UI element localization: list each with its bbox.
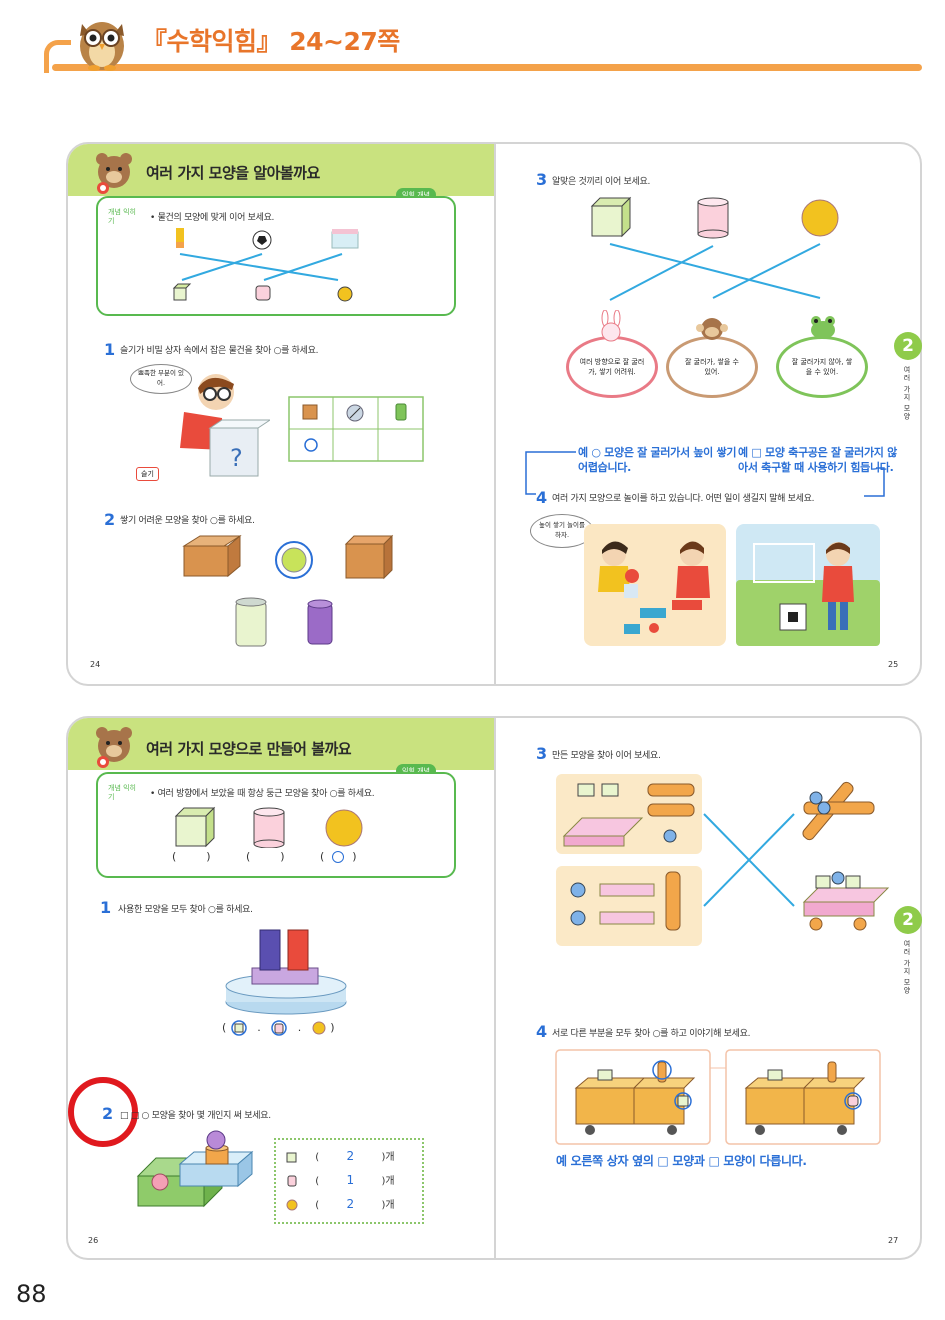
question-1-number: 1 (104, 340, 116, 359)
question-1-text-26: 사용한 모양을 모두 찾아 ○를 하세요. (118, 905, 253, 915)
monkey-bubble: 잘 굴러가, 쌓을 수 있어. (666, 336, 758, 398)
question-3-number-27: 3 (536, 744, 548, 763)
concept-instruction-26: • 여러 방향에서 보았을 때 항상 둥근 모양을 찾아 ○를 하세요. (150, 789, 375, 799)
question-2-text: 쌓기 어려운 모양을 찾아 ○를 하세요. (120, 516, 255, 526)
page-number-26: 26 (88, 1236, 99, 1245)
page-number-25: 25 (888, 660, 899, 669)
matching-lines-1 (172, 228, 359, 302)
bunny-icon (601, 310, 621, 342)
header-line (52, 64, 922, 71)
question-4-text: 여러 가지 모양으로 놀이를 하고 있습니다. 어떤 일이 생길지 말해 보세요… (552, 494, 815, 504)
question-4-number: 4 (536, 488, 548, 507)
monkey-icon (696, 318, 728, 340)
matching-lines-3 (590, 196, 839, 301)
sphere-icon (312, 1021, 326, 1035)
paren-group-1: () (172, 850, 211, 863)
count-row-sphere: ( 2 )개 (286, 1196, 416, 1211)
chapter-tab-text: 여러 가지 모양 (903, 366, 911, 421)
count-value-sphere: 2 (346, 1197, 355, 1211)
stacking-shapes-illustration (182, 534, 394, 647)
count-row-cylinder: ( 1 )개 (286, 1172, 416, 1187)
answer-circle (332, 851, 345, 863)
question-mark: ? (230, 444, 243, 472)
three-shapes-row (174, 806, 363, 848)
owl-icon (80, 22, 124, 71)
stacked-blocks-illustration (136, 1130, 254, 1208)
concept-label: 개념 익히기 (108, 208, 136, 226)
count-row-cube: ( 2 )개 (286, 1148, 416, 1163)
question-3-text: 알맞은 것끼리 이어 보세요. (552, 177, 651, 187)
bear-mascot-icon (96, 153, 132, 194)
question-2-number-26: 2 (102, 1104, 114, 1123)
question-4-text-27: 서로 다른 부분을 모두 찾아 ○를 하고 이야기해 보세요. (552, 1029, 751, 1039)
frog-icon (811, 316, 835, 339)
section-title-26: 여러 가지 모양으로 만들어 볼까요 (146, 740, 352, 758)
cube-icon (286, 1152, 297, 1163)
child-with-box-illustration: ? (180, 374, 270, 477)
cylinder-answer-icon (271, 1020, 288, 1036)
answer-bracket-lines (525, 451, 885, 497)
bear-mascot-icon (96, 727, 132, 768)
q4-speech-bubble: 높이 쌓기 놀이를 하자. (530, 514, 594, 548)
q1-answer-row: ( . . ) (222, 1020, 335, 1036)
matching-builds (556, 774, 890, 946)
page-number-24: 24 (90, 660, 101, 669)
chapter-tab-number-27: 2 (894, 906, 922, 934)
count-value-cube: 2 (346, 1149, 355, 1163)
question-3-text-27: 만든 모양을 찾아 이어 보세요. (552, 751, 661, 761)
paren-group-2: () (246, 850, 285, 863)
page-number-27: 27 (888, 1236, 899, 1245)
question-2-text-26: □ □ ○ 모양을 찾아 몇 개인지 써 보세요. (120, 1111, 271, 1121)
question-1-number-26: 1 (100, 898, 112, 917)
answer-text-right: 예 □ 모양 축구공은 잘 굴러가지 않아서 축구할 때 사용하기 힘듭니다. (738, 446, 897, 474)
sphere-icon (286, 1199, 298, 1211)
cube-answer-icon (231, 1020, 247, 1036)
question-2-number: 2 (104, 510, 116, 529)
chapter-tab-number: 2 (894, 332, 922, 360)
bunny-bubble: 여러 방향으로 잘 굴러가, 쌓기 어려워. (566, 336, 658, 398)
answer-text-27: 예 오른쪽 상자 옆의 □ 모양과 □ 모양이 다릅니다. (556, 1154, 807, 1168)
concept-instruction: • 물건의 모양에 맞게 이어 보세요. (150, 213, 275, 223)
speech-bubble: 뾰족한 부분이 있어. (130, 364, 192, 394)
question-1-text: 슬기가 비밀 상자 속에서 잡은 물건을 찾아 ○를 하세요. (120, 346, 319, 356)
count-table (274, 1138, 424, 1224)
tower-illustration (225, 929, 347, 1015)
chapter-tab-text-27: 여러 가지 모양 (903, 940, 911, 995)
paren-group-3: () (320, 850, 357, 863)
title-band-26 (68, 718, 494, 770)
title-band (68, 144, 494, 196)
section-title: 여러 가지 모양을 알아볼까요 (146, 164, 320, 182)
concept-box (96, 196, 456, 316)
header-hook (44, 40, 71, 73)
red-highlight-circle (68, 1077, 138, 1147)
cylinder-icon (287, 1175, 297, 1187)
answer-grid-q1 (288, 396, 424, 462)
question-4-number-27: 4 (536, 1022, 548, 1041)
count-value-cylinder: 1 (346, 1173, 355, 1187)
children-stacking-illustration (584, 524, 726, 646)
footer-page-number: 88 (16, 1280, 47, 1308)
name-tag: 슬기 (136, 467, 159, 481)
compare-builds (555, 1049, 881, 1145)
page-title: 『수학익힘』 24~27쪽 (142, 27, 400, 56)
question-3-number: 3 (536, 170, 548, 189)
answer-text-left: 예 ○ 모양은 잘 굴러가서 높이 쌓기 어렵습니다. (578, 446, 737, 474)
concept-label-26: 개념 익히기 (108, 784, 136, 802)
child-soccer-illustration (736, 524, 880, 646)
frog-bubble: 잘 굴러가지 않아, 쌓을 수 있어. (776, 336, 868, 398)
